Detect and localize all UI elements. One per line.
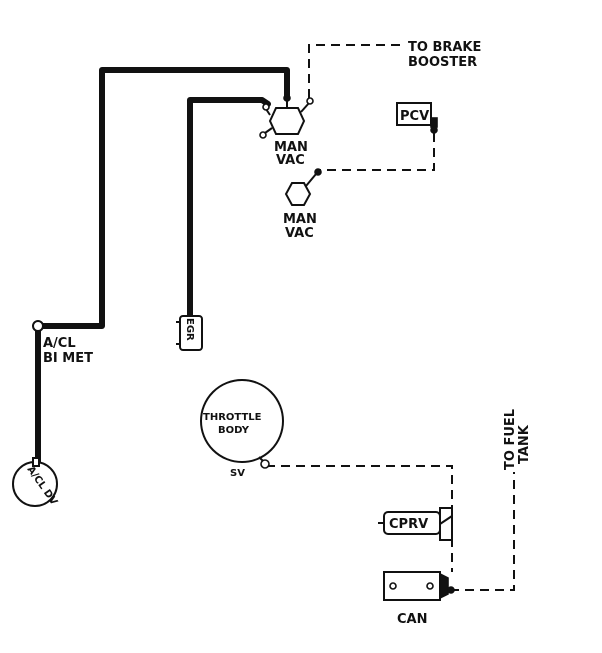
hose-manvac-to-egr (187, 97, 271, 319)
to-fuel-tank-label-1: TO FUEL (503, 409, 518, 470)
egr-label: EGR (184, 318, 195, 341)
charcoal-canister (383, 571, 455, 601)
to-fuel-tank-label-2: TANK (517, 424, 532, 464)
line-pcv-to-manvac (320, 133, 435, 171)
cprv-label: CPRV (389, 517, 428, 532)
manifold-vacuum-fitting-top (259, 94, 314, 139)
acl-bimet-label-1: A/CL (43, 336, 76, 351)
man-vac-top-label-2: VAC (276, 153, 305, 168)
line-sv-to-cprv (266, 465, 453, 508)
acl-bimet-label-2: BI MET (43, 351, 93, 366)
hose-manvac-to-acl-bimet (35, 67, 290, 329)
throttle-body-label-1: THROTTLE (203, 412, 262, 423)
cprv-valve (378, 507, 453, 541)
man-vac-mid-label-1: MAN (283, 212, 317, 227)
egr-valve (176, 315, 203, 351)
acl-bimetal-sensor (32, 320, 44, 332)
can-label: CAN (397, 612, 427, 627)
man-vac-top-label-1: MAN (274, 140, 308, 155)
line-can-to-fuel-tank (450, 472, 515, 591)
acl-dv-motor (12, 457, 58, 507)
to-brake-booster-label-2: BOOSTER (408, 55, 477, 70)
manifold-vacuum-fitting-mid (284, 168, 322, 206)
throttle-body (200, 379, 284, 469)
sv-label: SV (230, 468, 245, 479)
line-to-brake-booster (308, 44, 400, 98)
pcv-valve (396, 102, 438, 134)
pcv-label: PCV (400, 109, 429, 124)
man-vac-mid-label-2: VAC (285, 226, 314, 241)
throttle-body-label-2: BODY (218, 425, 250, 436)
to-brake-booster-label-1: TO BRAKE (408, 40, 481, 55)
